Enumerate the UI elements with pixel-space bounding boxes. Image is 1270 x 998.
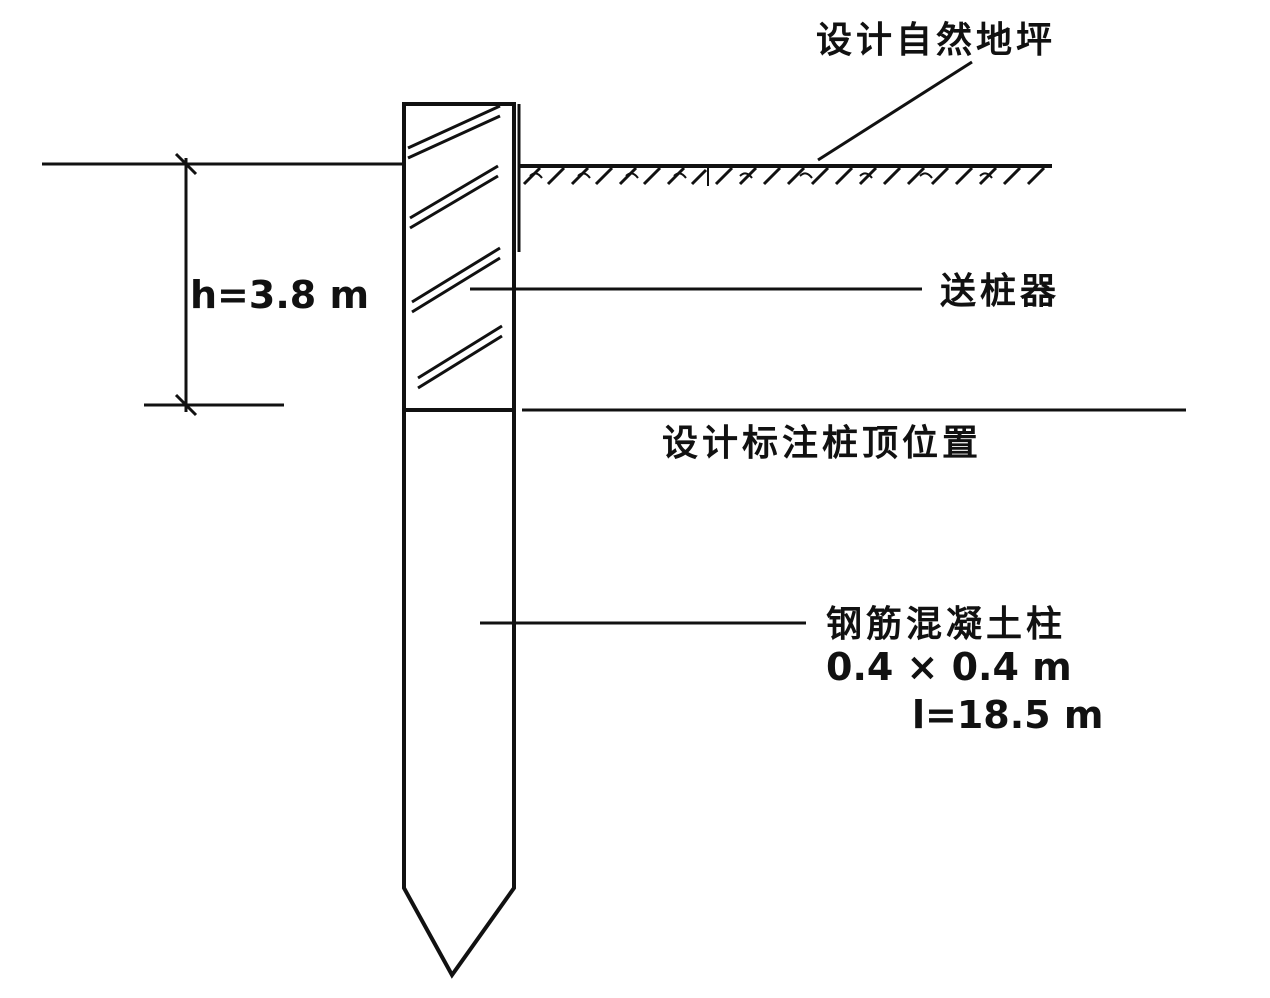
ground-surface-hatched bbox=[520, 164, 1052, 186]
follower-hatch bbox=[407, 104, 503, 390]
pile-section-label: 0.4 × 0.4 m bbox=[826, 645, 1072, 689]
pile-label: 钢筋混凝土柱 bbox=[826, 604, 1066, 645]
ground-hatch bbox=[522, 166, 1046, 186]
pile-top-label: 设计标注桩顶位置 bbox=[662, 423, 982, 464]
pile-length-label: l=18.5 m bbox=[912, 693, 1103, 737]
depth-dimension bbox=[144, 152, 284, 417]
depth-label: h=3.8 m bbox=[190, 273, 369, 317]
ground-leader-line bbox=[817, 60, 973, 162]
follower-label: 送桩器 bbox=[940, 271, 1060, 312]
ground-label: 设计自然地坪 bbox=[816, 19, 1056, 61]
pile-body bbox=[402, 102, 516, 979]
